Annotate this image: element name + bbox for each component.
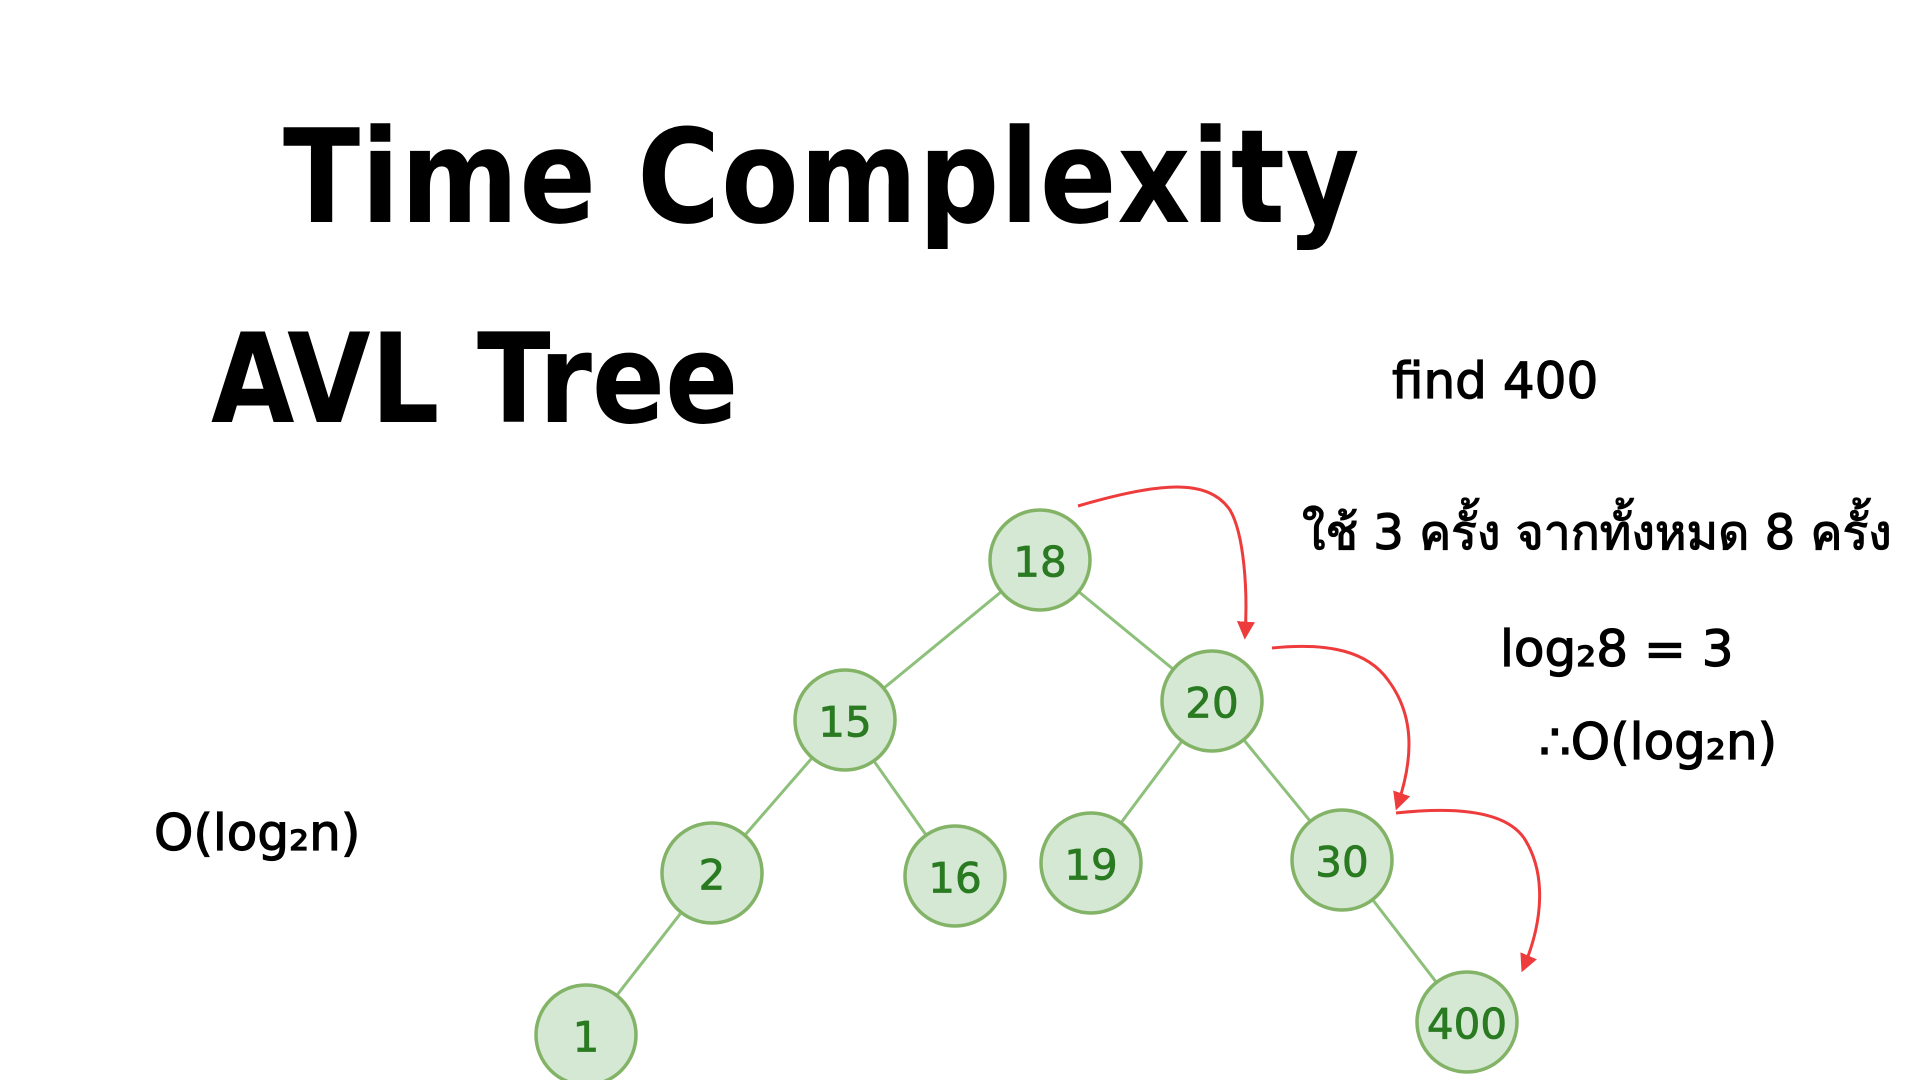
node-label: 400 <box>1427 1000 1507 1049</box>
complexity-label: O(log₂n) <box>153 804 361 862</box>
search-path <box>1077 485 1542 973</box>
tree-node-20: 20 <box>1160 649 1264 753</box>
node-label: 15 <box>818 698 871 747</box>
tree-edges <box>584 558 1469 1036</box>
tree-node-15: 15 <box>793 668 897 772</box>
tree-node-19: 19 <box>1039 811 1143 915</box>
log-equation: log₂8 = 3 <box>1499 620 1734 678</box>
find-label: find 400 <box>1391 352 1599 410</box>
search-arrow-30-400 <box>1395 808 1542 973</box>
tree-node-400: 400 <box>1415 970 1519 1074</box>
node-label: 2 <box>699 851 726 900</box>
tree-node-2: 2 <box>660 821 764 925</box>
tree-node-1: 1 <box>534 983 638 1080</box>
node-label: 16 <box>928 854 981 903</box>
node-label: 18 <box>1013 538 1066 587</box>
page-subtitle: AVL Tree <box>211 308 739 452</box>
node-label: 30 <box>1315 838 1368 887</box>
search-arrow-18-20 <box>1077 485 1255 640</box>
search-arrow-20-30 <box>1271 644 1411 811</box>
tree-node-18: 18 <box>988 508 1092 612</box>
node-label: 1 <box>573 1013 600 1062</box>
tree-node-16: 16 <box>903 824 1007 928</box>
therefore-complexity: ∴O(log₂n) <box>1538 713 1778 771</box>
tree-node-30: 30 <box>1290 808 1394 912</box>
node-label: 19 <box>1064 841 1117 890</box>
page-title: Time Complexity <box>283 101 1361 253</box>
node-label: 20 <box>1185 679 1238 728</box>
steps-note: ใช้ 3 ครั้ง จากทั้งหมด 8 ครั้ง <box>1301 505 1892 561</box>
